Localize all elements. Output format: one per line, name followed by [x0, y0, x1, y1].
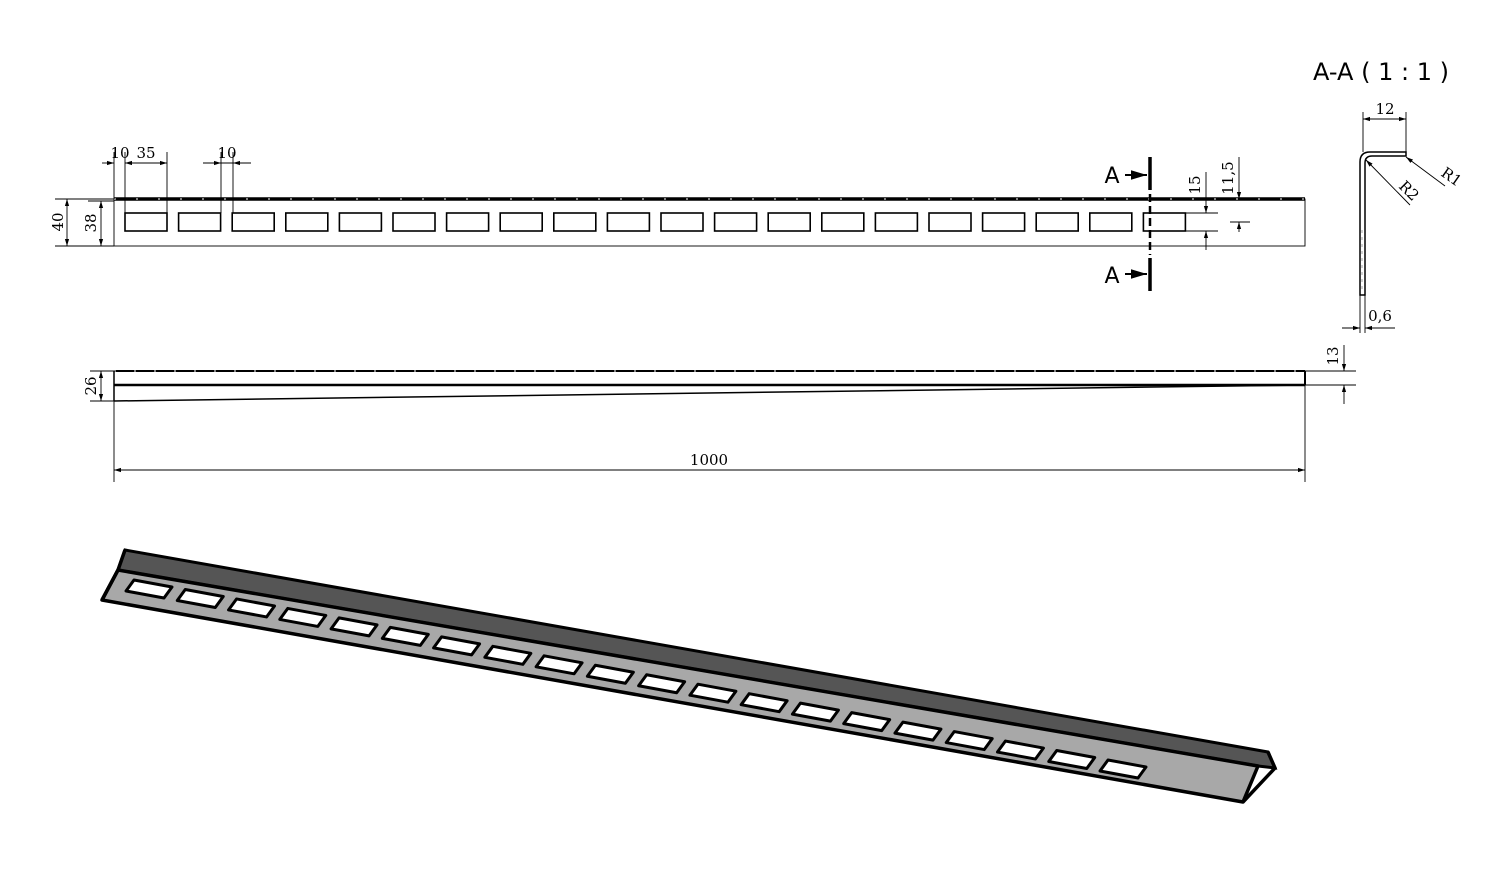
dim-radius-outer: R1: [1438, 164, 1465, 191]
slot: [1089, 212, 1133, 232]
section-profile: [1359, 151, 1407, 296]
slot: [874, 212, 919, 232]
dim-height-left: 26: [82, 376, 100, 395]
iso-slot: [380, 625, 430, 647]
slot: [499, 212, 544, 232]
slot: [820, 212, 865, 232]
section-label-top: A: [1104, 164, 1119, 189]
slot: [338, 212, 383, 232]
slot: [1035, 212, 1079, 232]
slot: [177, 212, 222, 232]
section-marker: A A: [1104, 157, 1152, 291]
slot: [928, 212, 972, 232]
dim-web-height: 38: [82, 213, 100, 232]
iso-slot: [842, 711, 892, 733]
slot: [231, 212, 275, 232]
iso-slot: [688, 682, 738, 704]
iso-slot: [124, 578, 174, 600]
slot: [660, 212, 704, 232]
slot: [445, 212, 490, 232]
dim-radius-inner: R2: [1395, 177, 1422, 204]
dim-slot-length: 35: [136, 144, 155, 162]
front-view: 10 35 10 40 38 15 11,5: [49, 144, 1306, 291]
dim-height-right: 13: [1324, 346, 1342, 365]
dim-edge-offset: 10: [110, 144, 129, 162]
dim-flange-width: 12: [1375, 100, 1394, 118]
front-view-outline: [113, 198, 1306, 247]
iso-slot: [585, 663, 635, 685]
iso-slot: [637, 673, 687, 695]
slot: [124, 212, 168, 232]
dim-slot-center: 11,5: [1219, 161, 1237, 194]
iso-slot: [790, 701, 840, 723]
iso-slot: [995, 739, 1045, 761]
iso-slot-row: [124, 578, 1148, 780]
dim-slot-span: 15: [1186, 175, 1204, 194]
slot: [284, 212, 329, 232]
iso-slot: [1098, 758, 1148, 780]
side-view: 26 13 1000: [82, 345, 1356, 482]
slot: [767, 212, 812, 232]
dim-slot-gap: 10: [217, 144, 236, 162]
slot: [552, 212, 597, 232]
iso-slot: [534, 654, 584, 676]
dim-length: 1000: [690, 451, 728, 469]
iso-slot: [1047, 749, 1097, 771]
iso-slot: [175, 587, 225, 609]
dim-thickness: 0,6: [1368, 307, 1392, 325]
section-title: A-A ( 1 : 1 ): [1313, 58, 1449, 86]
slot: [606, 212, 651, 232]
slot: [981, 212, 1026, 232]
iso-slot: [893, 720, 943, 742]
iso-slot: [483, 644, 533, 666]
isometric-view: [100, 548, 1278, 804]
section-view: A-A ( 1 : 1 ) 12 R1 R2 0,6: [1313, 58, 1465, 333]
iso-flange: [115, 548, 1278, 770]
iso-slot: [944, 730, 994, 752]
iso-slot: [329, 616, 379, 638]
slot: [713, 212, 758, 232]
slot: [1142, 212, 1187, 232]
iso-slot: [278, 606, 328, 628]
slot-row: [124, 212, 1187, 232]
dim-overall-height: 40: [49, 212, 67, 231]
slot: [392, 212, 436, 232]
iso-slot: [739, 692, 789, 714]
section-label-bottom: A: [1104, 264, 1119, 289]
iso-slot: [432, 635, 482, 657]
iso-slot: [227, 597, 277, 619]
